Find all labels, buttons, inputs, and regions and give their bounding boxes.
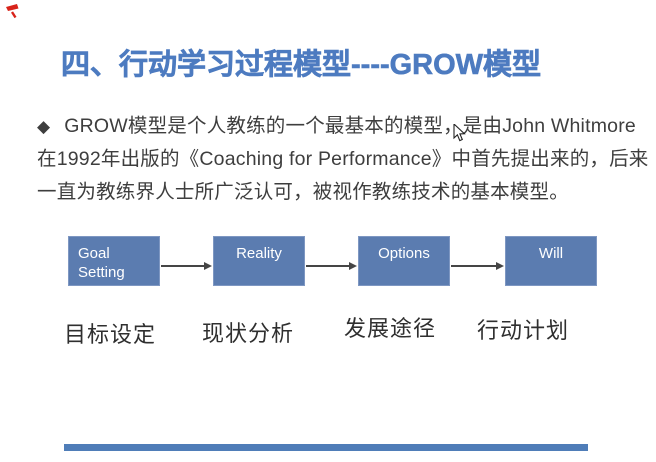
grow-box-goal-setting: Goal Setting xyxy=(68,236,160,286)
flow-arrow-2-icon xyxy=(306,262,357,270)
grow-box-reality-label: Reality xyxy=(236,245,282,262)
grow-box-will-label: Will xyxy=(538,245,564,262)
grow-box-options-label: Options xyxy=(378,245,430,262)
label-reality-zh: 现状分析 xyxy=(202,321,295,346)
red-corner-mark-icon xyxy=(6,4,19,19)
grow-box-reality: Reality xyxy=(213,236,305,286)
page-title: 四、行动学习过程模型----GROW模型 xyxy=(61,49,542,82)
flow-arrow-1-icon xyxy=(161,262,212,270)
label-options-zh: 发展途径 xyxy=(344,316,437,341)
footer-accent-bar xyxy=(64,444,588,451)
grow-box-goal-setting-label: Goal Setting xyxy=(78,245,125,281)
body-line-3: 一直为教练界人士所广泛认可，被视作教练技术的基本模型。 xyxy=(37,181,569,203)
body-paragraph: ◆ GROW模型是个人教练的一个最基本的模型，是由John Whitmore 在1… xyxy=(37,110,649,209)
diamond-bullet-icon: ◆ xyxy=(37,117,51,136)
body-line-2: 在1992年出版的《Coaching for Performance》中首先提出… xyxy=(37,148,649,170)
label-goal-setting-zh: 目标设定 xyxy=(64,322,157,347)
grow-box-will: Will xyxy=(505,236,597,286)
mouse-cursor-icon xyxy=(453,124,466,142)
flow-arrow-3-icon xyxy=(451,262,504,270)
body-line-1: ◆ GROW模型是个人教练的一个最基本的模型，是由John Whitmore xyxy=(37,110,636,143)
label-will-zh: 行动计划 xyxy=(477,318,570,343)
body-line-1-text: GROW模型是个人教练的一个最基本的模型，是由John Whitmore xyxy=(64,115,636,137)
grow-box-options: Options xyxy=(358,236,450,286)
